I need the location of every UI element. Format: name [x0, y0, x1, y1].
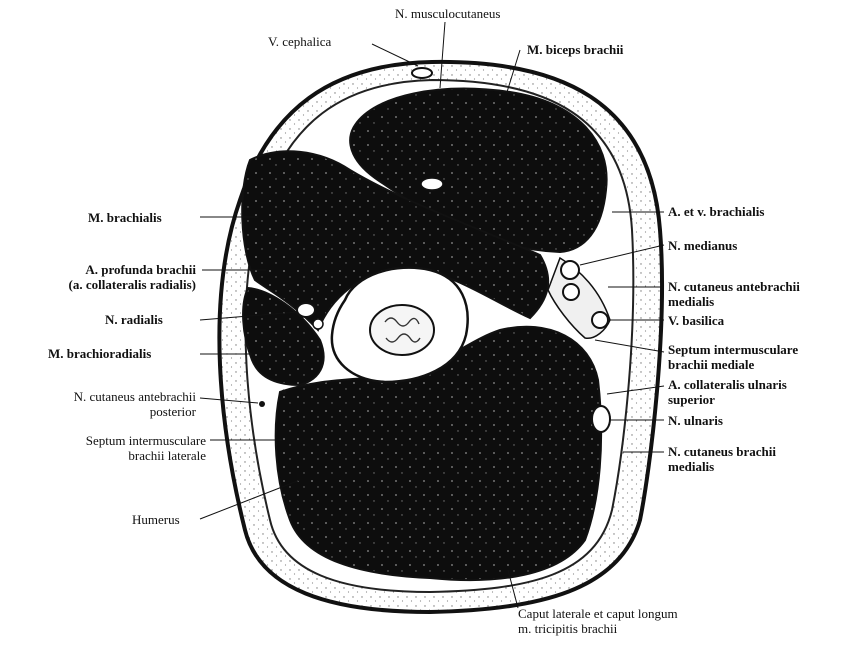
label-coll-uln-line1: A. collateralis ulnaris — [668, 377, 787, 392]
label-septum-lat-line1: Septum intermusculare — [6, 433, 206, 448]
label-profunda-brachii: A. profunda brachii (a. collateralis rad… — [6, 262, 196, 292]
label-septum-mediale: Septum intermusculare brachii mediale — [668, 342, 798, 372]
humerus-marrow — [370, 305, 434, 355]
label-cutaneus-brachii-medialis: N. cutaneus brachii medialis — [668, 444, 776, 474]
label-musculocutaneus: N. musculocutaneus — [395, 6, 500, 21]
brachial-vessels — [561, 261, 579, 279]
label-septum-lat-line2: brachii laterale — [6, 448, 206, 463]
label-brachioradialis: M. brachioradialis — [48, 346, 151, 361]
label-cutaneus-antebrachii-medialis: N. cutaneus antebrachii medialis — [668, 279, 800, 309]
median-nerve — [563, 284, 579, 300]
label-ulnaris: N. ulnaris — [668, 413, 723, 428]
ulnar-nerve — [592, 406, 610, 432]
label-cut-ant-med-line1: N. cutaneus antebrachii — [668, 279, 800, 294]
label-brachialis: M. brachialis — [88, 210, 162, 225]
profunda-brachii-artery — [313, 319, 323, 329]
label-humerus: Humerus — [132, 512, 180, 527]
label-cephalica: V. cephalica — [268, 34, 331, 49]
label-septum-med-line2: brachii mediale — [668, 357, 798, 372]
label-basilica: V. basilica — [668, 313, 724, 328]
label-coll-uln-line2: superior — [668, 392, 787, 407]
label-brachialis-vessels: A. et v. brachialis — [668, 204, 764, 219]
radial-nerve — [297, 303, 315, 317]
cephalic-vein — [412, 68, 432, 78]
label-triceps: Caput laterale et caput longum m. tricip… — [518, 606, 678, 636]
label-profunda-line1: A. profunda brachii — [6, 262, 196, 277]
label-cut-ant-med-line2: medialis — [668, 294, 800, 309]
label-biceps: M. biceps brachii — [527, 42, 623, 57]
label-cut-brach-med-line1: N. cutaneus brachii — [668, 444, 776, 459]
label-radialis: N. radialis — [105, 312, 163, 327]
label-cut-brach-med-line2: medialis — [668, 459, 776, 474]
label-cut-post-line2: posterior — [10, 404, 196, 419]
label-collateralis-ulnaris: A. collateralis ulnaris superior — [668, 377, 787, 407]
label-cutaneus-antebrachii-posterior: N. cutaneus antebrachii posterior — [10, 389, 196, 419]
basilic-vein — [592, 312, 608, 328]
label-triceps-line1: Caput laterale et caput longum — [518, 606, 678, 621]
label-triceps-line2: m. tricipitis brachii — [518, 621, 678, 636]
musculocutaneous-nerve — [421, 178, 443, 190]
label-septum-laterale: Septum intermusculare brachii laterale — [6, 433, 206, 463]
posterior-cutaneous-nerve — [259, 401, 265, 407]
label-cut-post-line1: N. cutaneus antebrachii — [10, 389, 196, 404]
label-septum-med-line1: Septum intermusculare — [668, 342, 798, 357]
lateral-septum-point — [282, 390, 287, 395]
label-medianus: N. medianus — [668, 238, 737, 253]
label-profunda-line2: (a. collateralis radialis) — [6, 277, 196, 292]
